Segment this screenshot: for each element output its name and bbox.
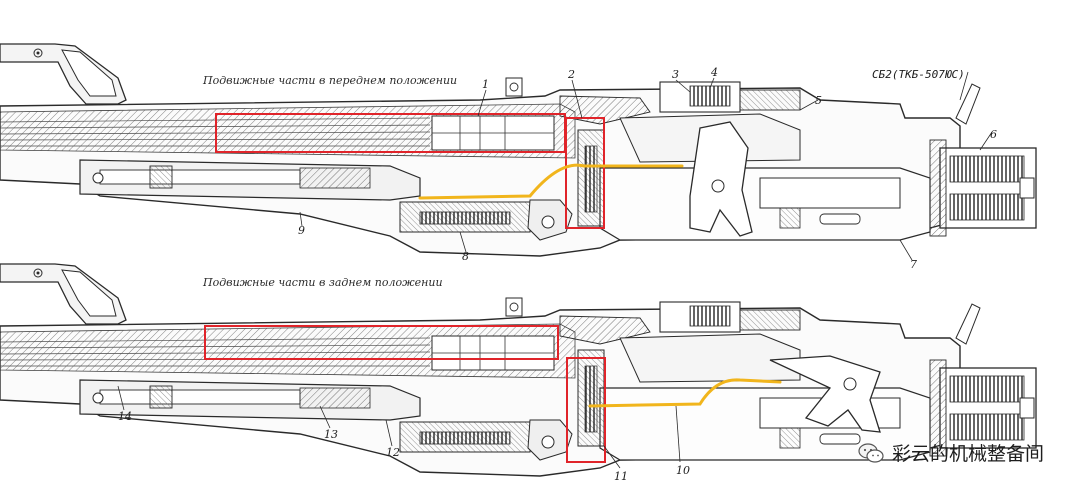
part-number-4: 4 <box>710 66 718 79</box>
highlight-path-upper <box>418 163 684 200</box>
leader-lines <box>117 71 993 469</box>
caption-forward-position: Подвижные части в переднем положении <box>202 74 457 87</box>
watermark-text: 彩云的机械整备间 <box>891 443 1044 465</box>
part-number-8: 8 <box>462 250 469 263</box>
part-number-10: 10 <box>676 464 690 477</box>
wechat-logo-icon <box>858 442 884 463</box>
part-number-7: 7 <box>910 258 917 271</box>
upper-drawing <box>0 43 1037 257</box>
part-number-3: 3 <box>672 68 679 81</box>
highlight-path-lower <box>588 378 782 408</box>
drawing-reference-code: СБ2(ТКБ-507ЮС) <box>872 68 965 81</box>
highlight-overlays <box>204 113 782 463</box>
part-number-11: 11 <box>614 470 628 483</box>
part-number-9: 9 <box>298 224 305 237</box>
part-number-2: 2 <box>567 68 575 81</box>
highlight-box-lower-barrel <box>204 325 559 360</box>
part-number-6: 6 <box>990 128 997 141</box>
watermark: 彩云的机械整备间 <box>858 439 1044 466</box>
lower-drawing <box>0 263 1037 477</box>
hammer-part-upper <box>689 121 753 237</box>
part-number-13: 13 <box>324 428 338 441</box>
hammer-part-lower <box>769 355 881 433</box>
highlight-box-upper-bolt <box>565 117 605 229</box>
part-number-12: 12 <box>386 446 400 459</box>
caption-rear-position: Подвижные части в заднем положении <box>202 276 443 289</box>
highlight-box-lower-bolt <box>566 357 606 463</box>
part-number-1: 1 <box>482 78 489 91</box>
part-number-14: 14 <box>118 410 132 423</box>
part-number-5: 5 <box>815 94 822 107</box>
